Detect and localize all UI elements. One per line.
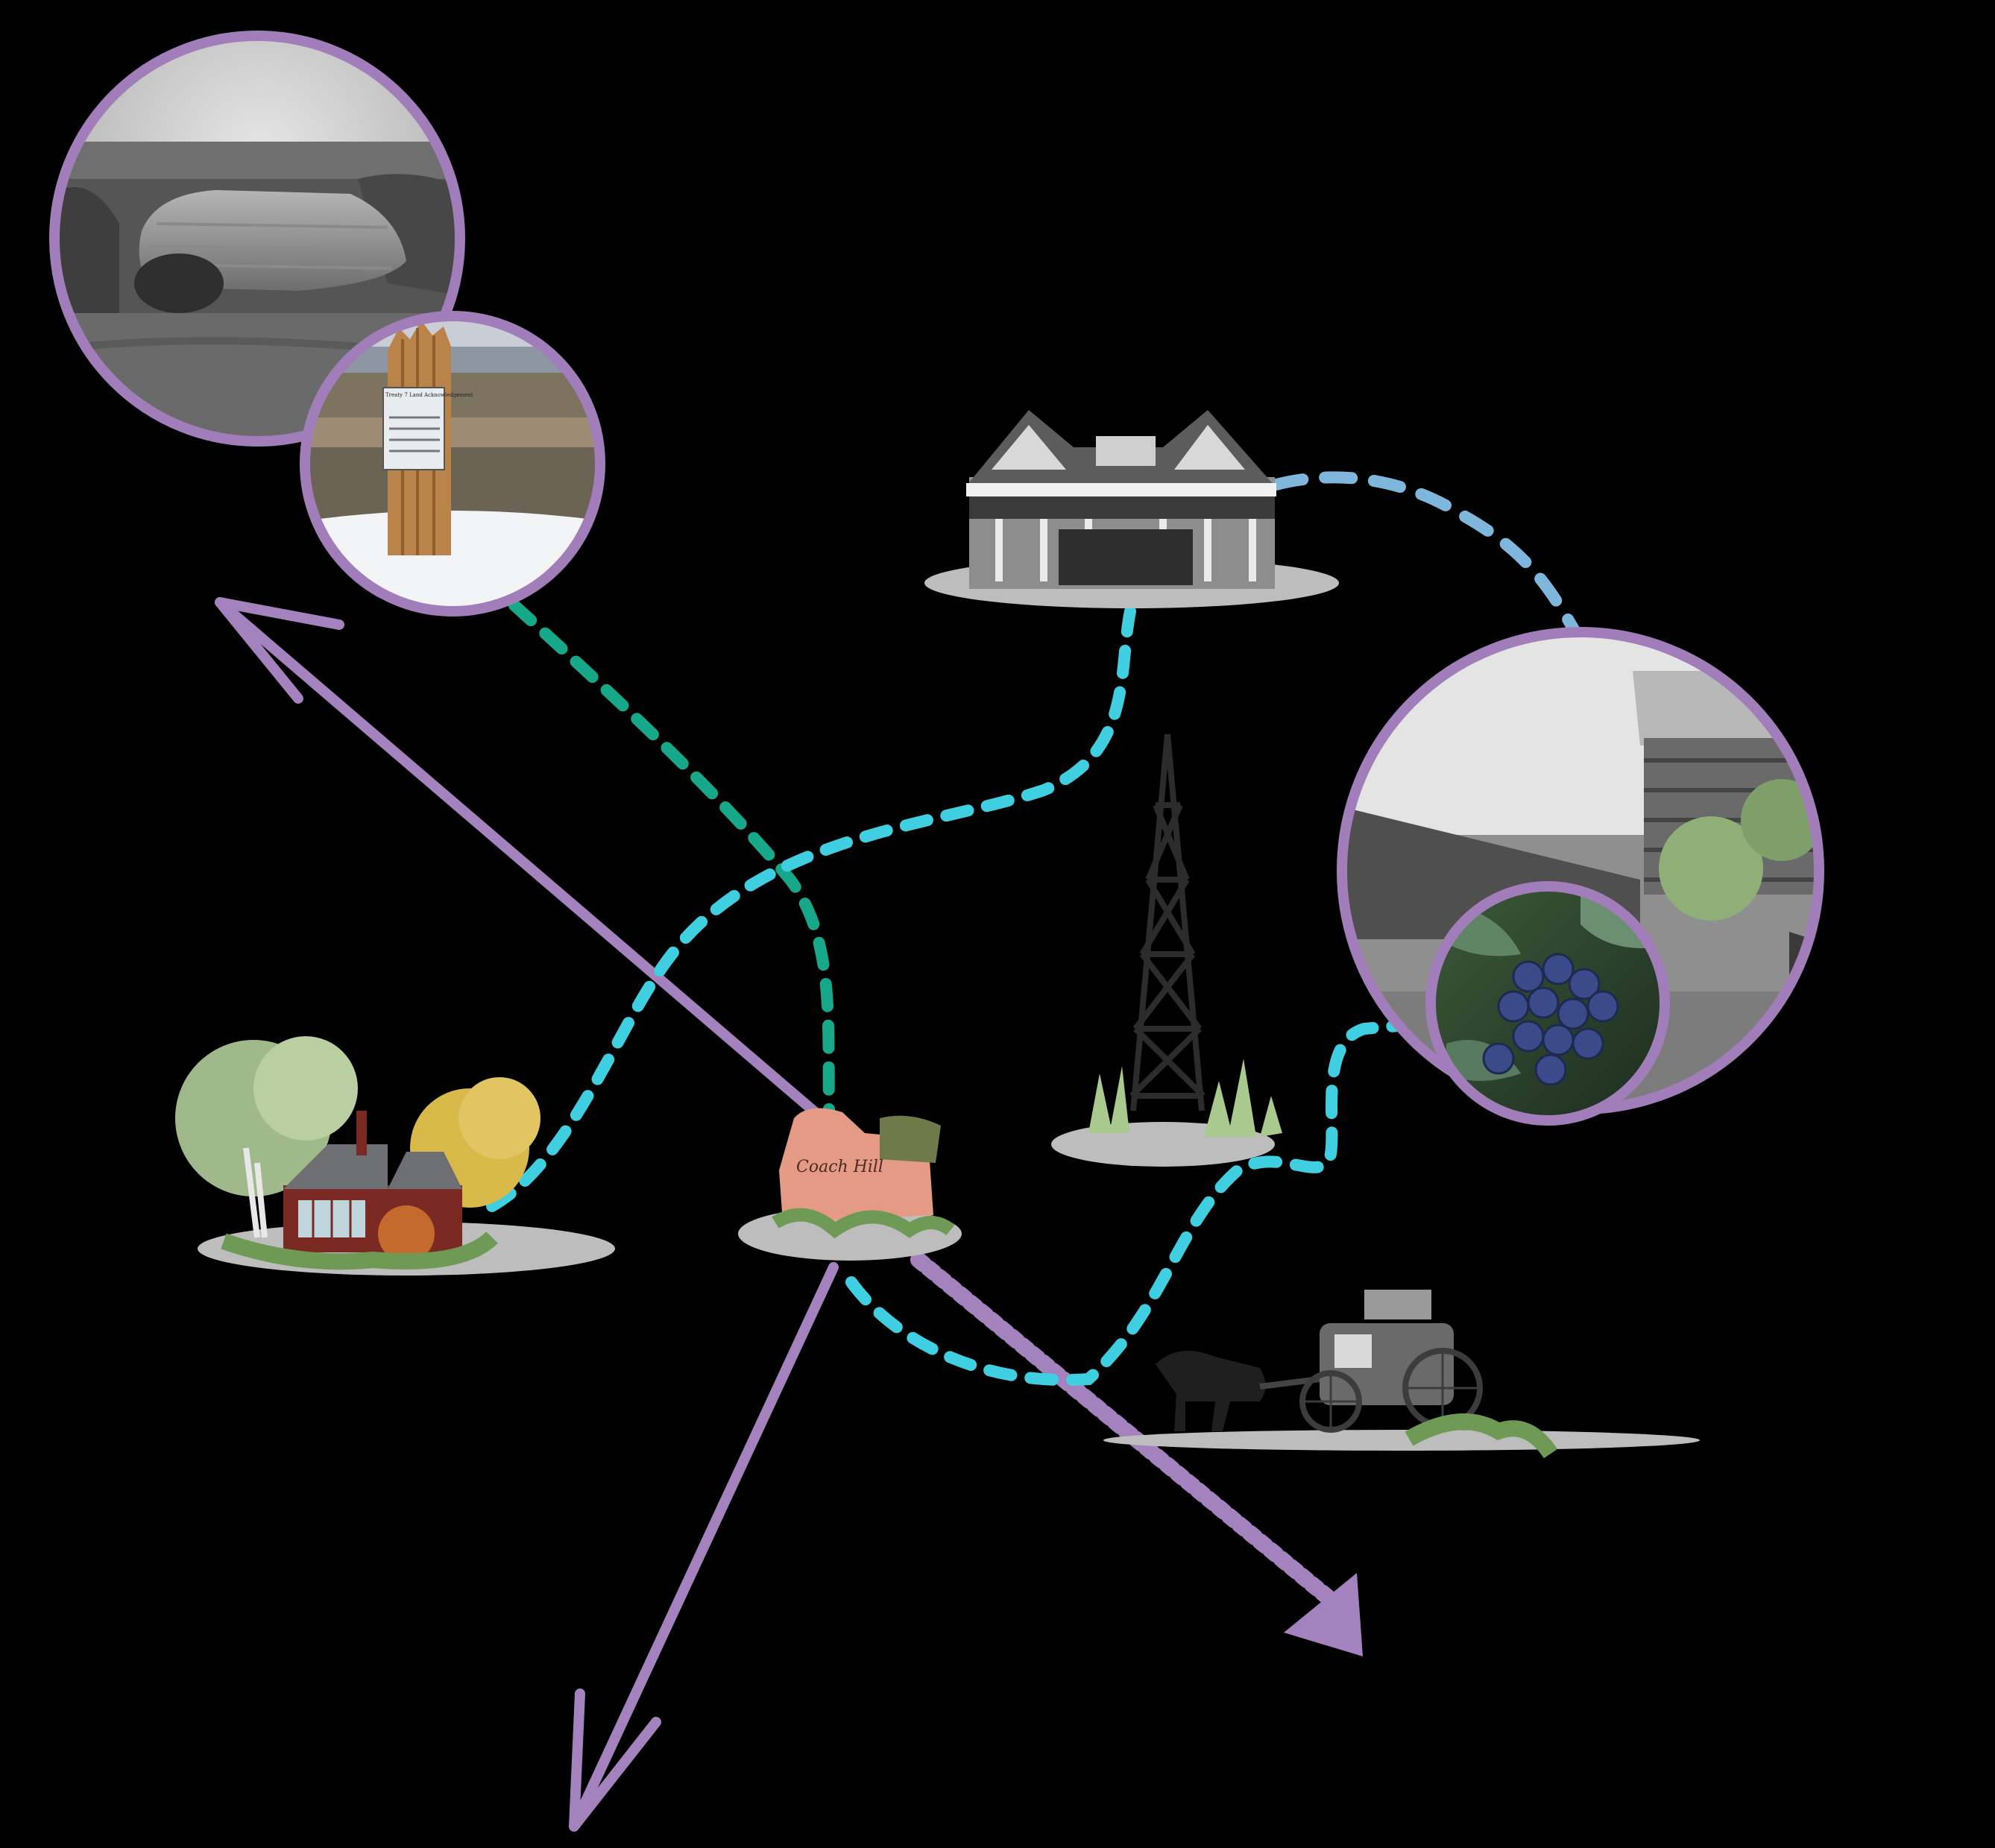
ground-shadow bbox=[1103, 1430, 1700, 1451]
stagecoach-icon bbox=[1156, 1290, 1558, 1459]
blueberries-photo-icon[interactable] bbox=[1425, 881, 1670, 1126]
grass-tufts bbox=[1088, 1059, 1282, 1137]
trail-light-blue bbox=[1270, 471, 1586, 647]
radio-tower-site[interactable] bbox=[1051, 734, 1282, 1167]
community-sign-icon: Coach Hill bbox=[772, 1108, 955, 1239]
blueberries-photo-frame bbox=[1425, 881, 1670, 1126]
berry-cluster bbox=[1482, 953, 1619, 1086]
trail-teal bbox=[486, 605, 1136, 1212]
trail-cyan bbox=[845, 1018, 1430, 1386]
route-northwest bbox=[215, 597, 834, 1129]
arrowhead-icon bbox=[215, 597, 344, 704]
trail-green bbox=[508, 599, 835, 1117]
heritage-house-icon bbox=[966, 410, 1276, 589]
treaty-sign-photo-icon[interactable]: Treaty 7 Land Acknowledgement bbox=[298, 311, 611, 619]
arrowhead-icon bbox=[569, 1688, 661, 1832]
arrowhead-icon bbox=[1284, 1573, 1363, 1656]
modern-house-icon bbox=[175, 1036, 540, 1270]
treaty-sign-photo-frame bbox=[300, 311, 605, 616]
radio-tower-icon bbox=[1129, 734, 1205, 1111]
route-lines bbox=[215, 597, 1343, 1832]
modern-house-site[interactable] bbox=[175, 1036, 615, 1275]
route-southwest bbox=[569, 1262, 839, 1832]
route-southeast-dotted bbox=[910, 1252, 1343, 1611]
coach-hill-sign-text: Coach Hill bbox=[796, 1158, 883, 1176]
heritage-house-site[interactable] bbox=[924, 410, 1339, 608]
trails bbox=[486, 471, 1586, 1386]
interpretive-sign-title: Treaty 7 Land Acknowledgement bbox=[385, 392, 473, 398]
stagecoach-site[interactable] bbox=[1103, 1290, 1700, 1459]
rock-photo-frame bbox=[49, 31, 465, 447]
route-arrowheads bbox=[215, 597, 661, 1832]
community-sign-site[interactable]: Coach Hill bbox=[738, 1108, 962, 1261]
